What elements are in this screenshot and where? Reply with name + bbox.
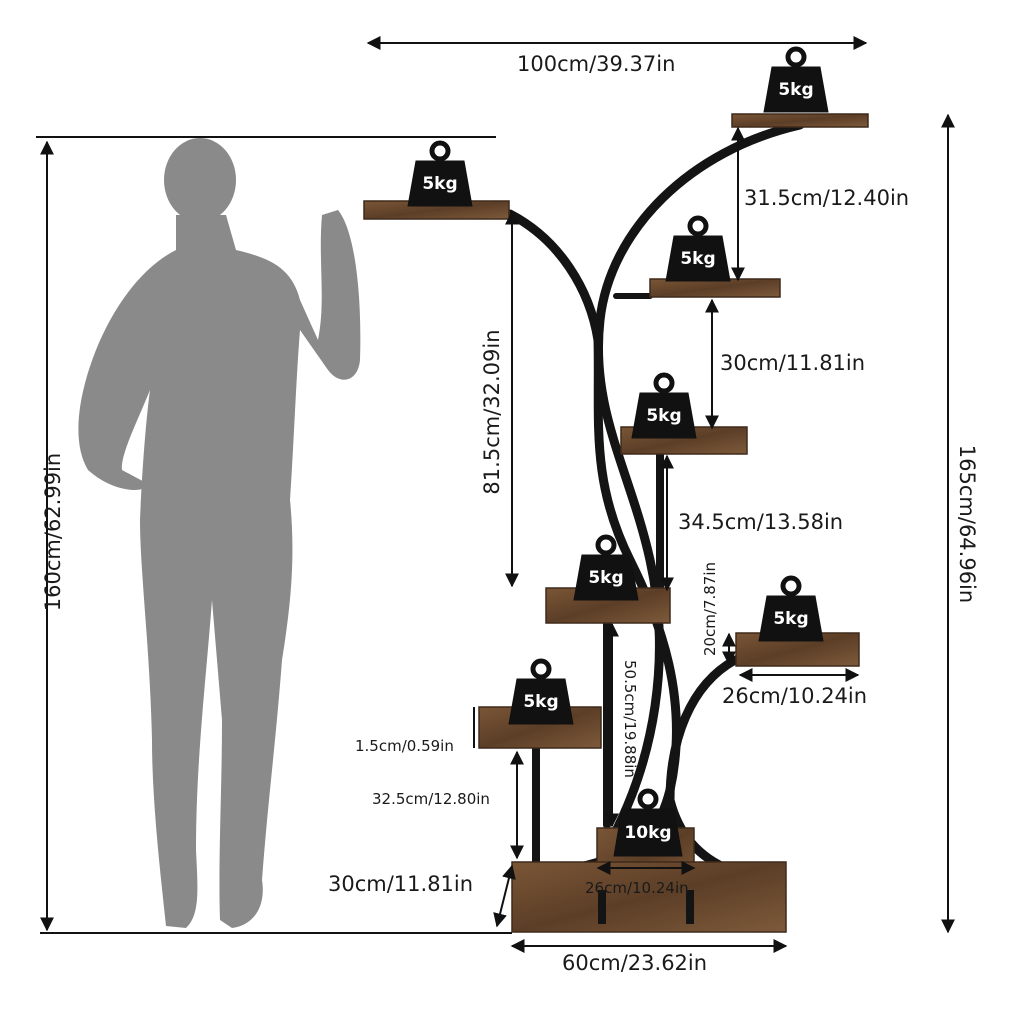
top-gap-label: 31.5cm/12.40in [744,186,910,210]
weight-icon-right-side [758,575,824,642]
lower-post-label: 32.5cm/12.80in [372,790,490,808]
weight-icon-top-right [763,46,829,113]
second-gap-label: 30cm/11.81in [720,351,866,375]
person-height-label: 160cm/62.99in [41,452,65,612]
weight-label-top-left: 5kg [422,174,458,194]
shelf-base [511,861,787,933]
third-gap-label: 34.5cm/13.58in [678,510,844,534]
weight-icon-upper-mid [665,215,731,282]
weight-icon-lower-mid [573,534,639,601]
total-width-label: 100cm/39.37in [517,52,676,76]
weight-badges [407,46,829,857]
weight-icon-bottom [613,788,683,857]
weight-label-right-side: 5kg [773,609,809,629]
shelf-upper-mid [649,278,781,298]
weight-label-lower-left: 5kg [523,692,559,712]
weight-label-upper-mid: 5kg [680,249,716,269]
side-shelf-width-label: 26cm/10.24in [722,684,868,708]
shelf-top-right [731,113,869,128]
base-width-label: 60cm/23.62in [562,951,708,975]
person-silhouette [78,138,361,928]
weight-icon-lower-left [508,658,574,725]
plant-stand-frame [505,120,805,878]
side-drop-label: 20cm/7.87in [701,561,719,657]
weight-label-top-right: 5kg [778,80,814,100]
middle-post-label: 50.5cm/19.88in [621,660,639,778]
base-depth-label: 30cm/11.81in [328,872,474,896]
total-height-label: 165cm/64.96in [955,444,979,604]
left-branch-label: 81.5cm/32.09in [480,329,504,495]
dimension-lines [36,36,955,953]
weight-label-bottom: 10kg [624,823,672,843]
weight-label-lower-mid: 5kg [588,568,624,588]
weight-label-middle: 5kg [646,406,682,426]
weight-icon-middle [631,372,697,439]
shelf-thickness-label: 1.5cm/0.59in [355,737,454,755]
weight-icon-top-left [407,140,473,207]
inner-shelf-width-label: 26cm/10.24in [585,879,689,897]
